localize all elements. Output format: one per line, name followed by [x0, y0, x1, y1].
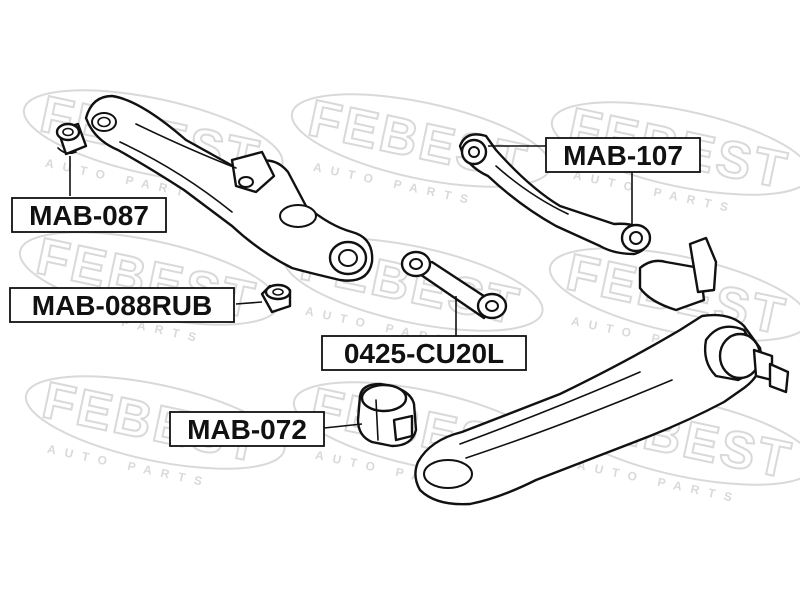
label-mab-072-text: MAB-072 [187, 414, 307, 445]
label-mab-107: MAB-107 [545, 137, 701, 173]
label-0425-cu20l-text: 0425-CU20L [344, 338, 504, 369]
label-box [9, 287, 235, 323]
watermark-ring [22, 89, 284, 184]
trailing-arm-front-eye [423, 459, 473, 489]
watermark-ring [550, 101, 800, 196]
label-mab-072: MAB-072 [169, 411, 325, 447]
upper-link-arm [458, 133, 652, 256]
label-0425-cu20l: 0425-CU20L [321, 335, 527, 371]
hub-stud [768, 362, 790, 394]
label-mab-087: MAB-087 [11, 197, 167, 233]
label-mab-088rub: MAB-088RUB [9, 287, 235, 323]
leader-mab-088rub [235, 301, 263, 305]
trailing-arm-bracket [638, 259, 706, 312]
trailing-arm-upper-bracket [688, 236, 718, 294]
mab-087-bushing [55, 122, 88, 156]
label-mab-087-text: MAB-087 [29, 200, 149, 231]
lower-control-arm [84, 94, 374, 282]
arm-center-hole [279, 204, 317, 228]
label-box [169, 411, 325, 447]
toe-link-rod [400, 250, 508, 320]
watermark-ring [548, 247, 800, 342]
label-mab-088rub-text: MAB-088RUB [32, 290, 212, 321]
leader-mab-072 [323, 423, 363, 429]
label-mab-107-text: MAB-107 [563, 140, 683, 171]
trailing-arm [414, 236, 790, 506]
arm-front-eye [91, 112, 117, 132]
label-box [545, 137, 701, 173]
mab-088rub-bushing [260, 283, 292, 314]
mab-072-bushing [356, 382, 418, 448]
label-box [321, 335, 527, 371]
watermark-ring [24, 375, 286, 470]
label-box [11, 197, 167, 233]
leader-lines [69, 145, 633, 429]
